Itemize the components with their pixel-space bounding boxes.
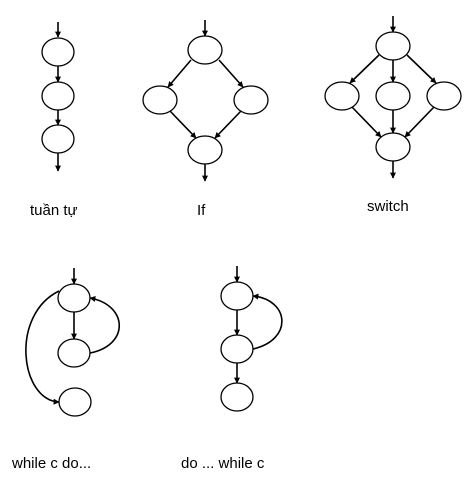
switch-node-top <box>375 31 411 61</box>
switch-arrow-left-bottom <box>351 106 382 138</box>
if-arrow-left-bottom <box>169 110 197 139</box>
switch-graph <box>324 16 462 179</box>
if-graph <box>142 20 269 182</box>
if-node-left <box>142 85 178 115</box>
sequence-node-1 <box>41 37 75 67</box>
do-while-node-exit <box>220 382 254 412</box>
do-while-node-condition <box>220 334 254 364</box>
caption-do-while: do ... while c <box>181 455 265 472</box>
switch-arrow-top-left <box>349 54 380 84</box>
while-node-body <box>57 338 91 368</box>
switch-arrow-right-bottom <box>404 106 435 138</box>
switch-node-left <box>324 81 360 111</box>
while-exit-arrow <box>25 290 60 405</box>
do-while-loop-back-arrow <box>252 293 283 350</box>
if-node-bottom <box>187 135 223 165</box>
switch-arrow-top-right <box>406 54 437 84</box>
while-node-condition <box>57 283 91 313</box>
do-while-node-body <box>220 281 254 311</box>
while-loop-back-arrow <box>89 296 120 354</box>
if-arrow-right-bottom <box>214 110 242 139</box>
while-node-exit <box>58 387 92 417</box>
sequence-node-2 <box>41 81 75 111</box>
switch-node-bottom <box>375 132 411 162</box>
caption-while: while c do... <box>12 455 92 472</box>
caption-if: If <box>197 202 206 219</box>
if-arrow-top-right <box>218 59 244 88</box>
sequence-node-3 <box>41 124 75 154</box>
switch-node-middle <box>375 81 411 111</box>
do-while-graph <box>220 266 283 412</box>
switch-node-right <box>426 81 462 111</box>
caption-sequence: tuần tự <box>30 202 78 219</box>
caption-switch: switch <box>367 198 409 215</box>
sequence-graph <box>41 22 75 172</box>
if-arrow-top-left <box>167 59 192 88</box>
if-node-right <box>233 85 269 115</box>
while-graph <box>25 268 120 417</box>
if-node-top <box>187 35 223 65</box>
